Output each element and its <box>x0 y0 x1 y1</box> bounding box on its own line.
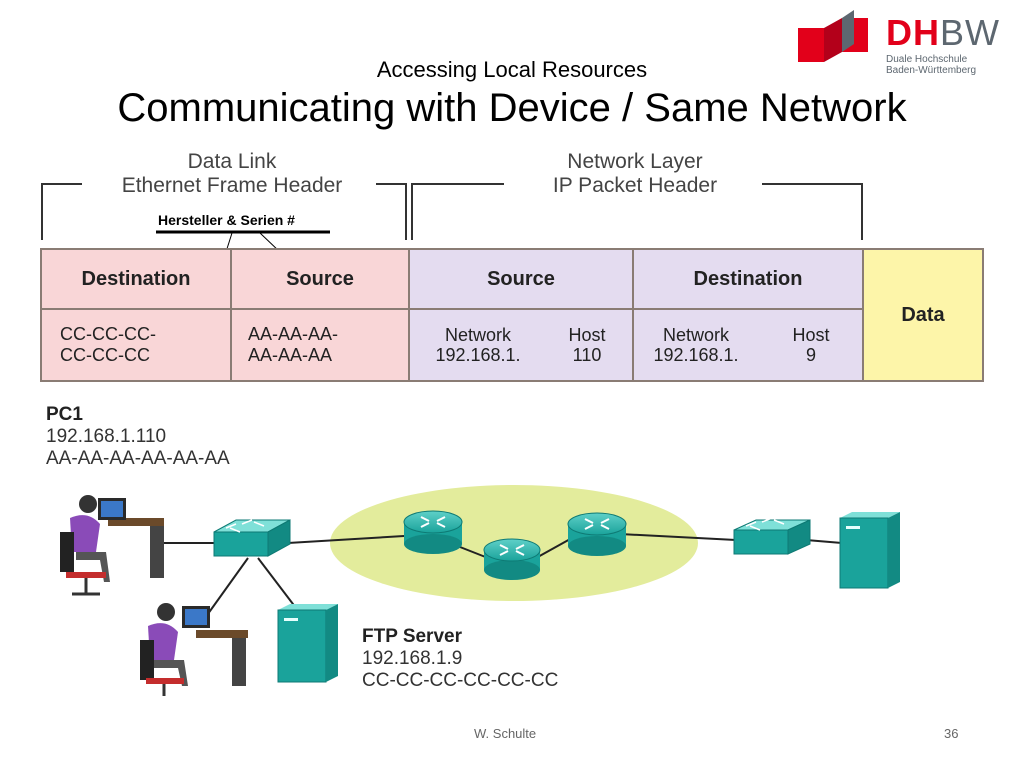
ethernet-destination-header: Destination <box>40 248 232 310</box>
ethernet-src-line2: AA-AA-AA <box>248 345 333 365</box>
ethernet-destination-value: CC-CC-CC- CC-CC-CC <box>40 308 232 382</box>
page-number: 36 <box>944 726 959 741</box>
ftp-server-icon <box>277 604 338 683</box>
ftp-server-info: FTP Server 192.168.1.9 CC-CC-CC-CC-CC-CC <box>362 626 558 692</box>
pc1-info: PC1 192.168.1.110 AA-AA-AA-AA-AA-AA <box>46 404 230 470</box>
ip-dest-host-label: Host <box>792 325 830 345</box>
ip-dest-network-label: Network <box>662 325 729 345</box>
ftp-mac: CC-CC-CC-CC-CC-CC <box>362 670 559 691</box>
ip-dest-host-value: 9 <box>805 345 816 365</box>
router-3-icon <box>567 512 627 556</box>
data-cell: Data <box>862 248 984 382</box>
logo-subtitle: Duale Hochschule Baden-Württemberg <box>886 54 976 76</box>
ethernet-src-line1: AA-AA-AA- <box>248 324 339 344</box>
logo-wordmark: DHBW <box>886 12 1000 54</box>
ftp-side-user-icon <box>140 603 248 696</box>
data-link-line1: Data Link <box>187 150 277 173</box>
slide-subtitle: Accessing Local Resources <box>376 57 648 82</box>
ip-src-network-label: Network <box>444 325 511 345</box>
network-layer-label: Network Layer IP Packet Header <box>510 150 760 198</box>
ethernet-dest-line1: CC-CC-CC- <box>60 324 156 344</box>
pc1-mac: AA-AA-AA-AA-AA-AA <box>46 448 230 469</box>
ip-src-host-label: Host <box>568 325 606 345</box>
data-link-line2: Ethernet Frame Header <box>121 174 343 197</box>
ip-source-header: Source <box>408 248 634 310</box>
ip-destination-header: Destination <box>632 248 864 310</box>
ip-src-network-value: 192.168.1. <box>435 345 521 365</box>
logo-subtitle-line2: Baden-Württemberg <box>886 65 977 76</box>
network-layer-line1: Network Layer <box>567 150 703 173</box>
pc1-name: PC1 <box>46 404 83 425</box>
data-link-label: Data Link Ethernet Frame Header <box>92 150 372 198</box>
pc1-ip: 192.168.1.110 <box>46 426 167 447</box>
router-2-icon <box>483 538 541 580</box>
ethernet-source-header: Source <box>230 248 410 310</box>
footer-author: W. Schulte <box>474 726 537 741</box>
dhbw-logo: DHBW Duale Hochschule Baden-Württemberg <box>798 8 1008 78</box>
server-right-icon <box>839 512 900 589</box>
logo-dh: DH <box>886 12 940 53</box>
ip-dest-network-value: 192.168.1. <box>653 345 739 365</box>
network-topology <box>60 485 900 696</box>
slide-title: Communicating with Device / Same Network <box>117 86 907 130</box>
logo-subtitle-line1: Duale Hochschule <box>886 54 968 65</box>
ftp-name: FTP Server <box>362 626 462 647</box>
network-layer-line2: IP Packet Header <box>552 174 718 197</box>
manufacturer-annotation: Hersteller & Serien # <box>158 212 295 228</box>
router-1-icon <box>403 510 463 554</box>
logo-mark-icon <box>798 10 868 62</box>
ip-src-host-value: 110 <box>572 345 602 365</box>
ethernet-dest-line2: CC-CC-CC <box>60 345 150 365</box>
ftp-ip: 192.168.1.9 <box>362 648 463 669</box>
pc1-user-icon <box>60 495 164 596</box>
switch-left-icon <box>213 519 291 557</box>
ethernet-source-value: AA-AA-AA- AA-AA-AA <box>230 308 410 382</box>
switch-right-icon <box>733 517 811 555</box>
logo-bw: BW <box>940 12 1000 53</box>
